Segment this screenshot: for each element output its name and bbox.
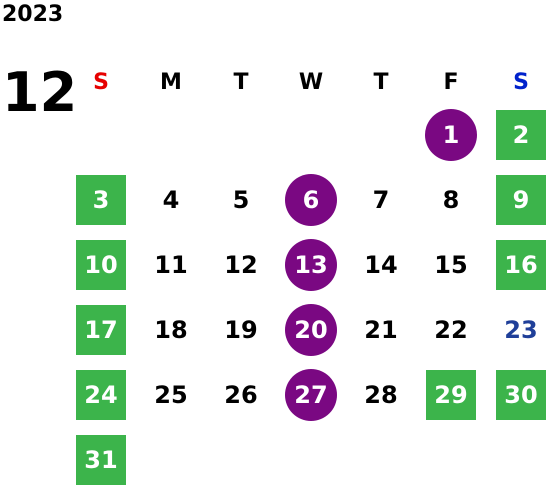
day-cell: 23: [486, 305, 548, 355]
day-number[interactable]: 5: [232, 185, 250, 214]
day-number[interactable]: 12: [224, 250, 258, 279]
day-cell: 1: [416, 108, 486, 161]
day-cell: 25: [136, 370, 206, 420]
day-number[interactable]: 28: [364, 380, 398, 409]
day-cell: 27: [276, 368, 346, 421]
day-cell: 26: [206, 370, 276, 420]
day-number[interactable]: 29: [426, 369, 476, 420]
day-cell: 5: [206, 175, 276, 225]
day-number[interactable]: 4: [162, 185, 180, 214]
day-number[interactable]: 21: [364, 315, 398, 344]
day-number[interactable]: 18: [154, 315, 188, 344]
day-number[interactable]: 27: [285, 368, 337, 421]
day-number[interactable]: 11: [154, 250, 188, 279]
day-number[interactable]: 9: [496, 174, 546, 225]
day-cell: 13: [276, 238, 346, 291]
day-number[interactable]: 20: [285, 303, 337, 356]
day-cell: 29: [416, 369, 486, 420]
day-number[interactable]: 23: [504, 315, 538, 344]
day-cell: 10: [66, 239, 136, 290]
day-cell: 28: [346, 370, 416, 420]
weekday-label: W: [298, 69, 324, 95]
weekday-label: S: [513, 69, 529, 95]
day-cell: 11: [136, 240, 206, 290]
day-number[interactable]: 6: [285, 173, 337, 226]
day-cell: 9: [486, 174, 548, 225]
day-number[interactable]: 2: [496, 109, 546, 160]
year-label: 2023: [2, 2, 64, 27]
day-number[interactable]: 25: [154, 380, 188, 409]
day-cell: 4: [136, 175, 206, 225]
day-number[interactable]: 22: [434, 315, 468, 344]
month-number: 12: [2, 61, 78, 124]
weekday-label: F: [443, 69, 459, 95]
day-number[interactable]: 13: [285, 238, 337, 291]
day-number[interactable]: 3: [76, 174, 126, 225]
day-cell: 21: [346, 305, 416, 355]
day-number[interactable]: 16: [496, 239, 546, 290]
day-number[interactable]: 30: [496, 369, 546, 420]
weekday-label: S: [93, 69, 109, 95]
day-cell: 8: [416, 175, 486, 225]
day-cell: 19: [206, 305, 276, 355]
weekday-label: M: [160, 69, 182, 95]
day-number[interactable]: 1: [425, 108, 477, 161]
day-number[interactable]: 19: [224, 315, 258, 344]
day-number[interactable]: 14: [364, 250, 398, 279]
week-row: 3 4 5 6 7 8 9: [66, 167, 548, 232]
week-row: 10 11 12 13 14 15 16: [66, 232, 548, 297]
day-number[interactable]: 24: [76, 369, 126, 420]
weekday-label: T: [233, 69, 249, 95]
day-number[interactable]: 8: [442, 185, 460, 214]
day-number[interactable]: 26: [224, 380, 258, 409]
day-cell: 2: [486, 109, 548, 160]
day-cell: 15: [416, 240, 486, 290]
weekday-label: T: [373, 69, 389, 95]
day-cell: 20: [276, 303, 346, 356]
week-row: 24 25 26 27 28 29 30: [66, 362, 548, 427]
day-cell: 17: [66, 304, 136, 355]
day-cell: 16: [486, 239, 548, 290]
week-row: 31: [66, 427, 548, 492]
day-number[interactable]: 15: [434, 250, 468, 279]
day-number[interactable]: 10: [76, 239, 126, 290]
day-cell: 7: [346, 175, 416, 225]
day-cell: 22: [416, 305, 486, 355]
day-cell: 18: [136, 305, 206, 355]
week-row: 17 18 19 20 21 22 23: [66, 297, 548, 362]
day-cell: 3: [66, 174, 136, 225]
day-cell: 14: [346, 240, 416, 290]
day-cell: 30: [486, 369, 548, 420]
day-number[interactable]: 17: [76, 304, 126, 355]
day-cell: 24: [66, 369, 136, 420]
day-cell: 12: [206, 240, 276, 290]
day-number[interactable]: 31: [76, 434, 126, 485]
day-number[interactable]: 7: [372, 185, 390, 214]
day-cell: 6: [276, 173, 346, 226]
day-cell: 31: [66, 434, 136, 485]
